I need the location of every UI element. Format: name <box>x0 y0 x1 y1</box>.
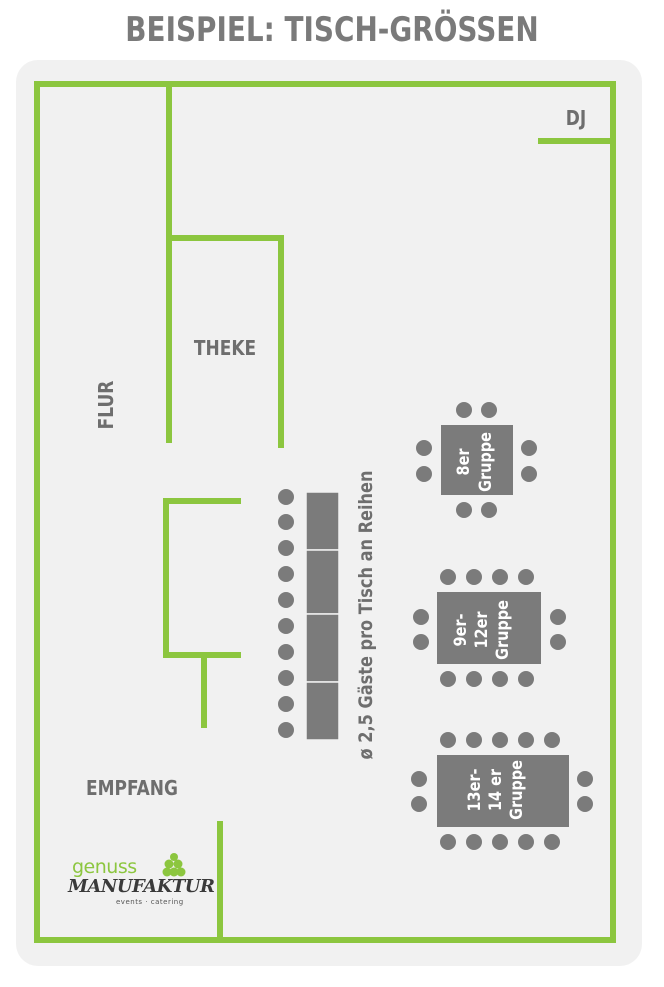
genuss-manufaktur-logo: genuss MANUFAKTUR events · catering <box>66 853 215 912</box>
page-title: BEISPIEL: TISCH-GRÖSSEN <box>125 10 539 50</box>
table-12er-label-3: Gruppe <box>492 600 512 660</box>
chair <box>440 671 456 687</box>
table-14er <box>437 755 569 827</box>
chair <box>518 671 534 687</box>
table-8er-label-2: Gruppe <box>475 432 495 492</box>
chairs-12er <box>413 569 566 687</box>
chairs-14er <box>411 732 593 850</box>
chair <box>440 834 456 850</box>
table-12er-label-2: 12er <box>471 611 491 648</box>
logo-bubbles-icon <box>162 853 186 877</box>
chair <box>518 732 534 748</box>
chair <box>278 644 294 660</box>
chair <box>456 402 472 418</box>
chair <box>466 671 482 687</box>
table-8er-label-1: 8er <box>453 448 473 475</box>
chair <box>518 569 534 585</box>
chair <box>278 540 294 556</box>
row-table <box>305 491 340 551</box>
theke-label: THEKE <box>194 338 256 361</box>
chair <box>413 609 429 625</box>
table-12er <box>437 592 541 664</box>
chair <box>577 796 593 812</box>
chair <box>466 834 482 850</box>
walls <box>34 81 616 943</box>
row-seating-label: ø 2,5 Gäste pro Tisch an Reihen <box>356 471 378 760</box>
chair <box>413 634 429 650</box>
chair <box>492 569 508 585</box>
chair <box>550 634 566 650</box>
chair <box>278 618 294 634</box>
chair <box>518 834 534 850</box>
logo-text-genuss: genuss <box>72 856 137 878</box>
chair <box>577 771 593 787</box>
table-14er-label-3: Gruppe <box>506 760 526 820</box>
chair <box>440 569 456 585</box>
chair <box>492 671 508 687</box>
table-12er-label-1: 9er- <box>450 614 470 647</box>
chair <box>278 514 294 530</box>
empfang-label: EMPFANG <box>86 778 178 801</box>
chair <box>278 592 294 608</box>
chair <box>411 796 427 812</box>
chairs-8er <box>416 402 537 518</box>
chair <box>416 440 432 456</box>
chair <box>416 466 432 482</box>
row-tables <box>305 491 340 741</box>
flur-label: FLUR <box>96 381 119 430</box>
chair <box>278 566 294 582</box>
logo-text-tagline: events · catering <box>116 898 184 906</box>
row-chairs <box>278 489 294 738</box>
chair <box>466 569 482 585</box>
chair <box>466 732 482 748</box>
outer-wall <box>34 81 616 943</box>
chair <box>544 732 560 748</box>
table-14er-label-2: 14 er <box>485 769 505 811</box>
chair <box>278 696 294 712</box>
table-8er <box>441 425 513 495</box>
reception-wall <box>163 498 241 658</box>
row-table <box>305 681 340 741</box>
chair <box>550 609 566 625</box>
chair <box>278 489 294 505</box>
chair <box>492 834 508 850</box>
table-14er-label-1: 13er- <box>464 768 484 811</box>
bar-counter-wall <box>166 235 284 448</box>
chair <box>481 502 497 518</box>
row-table <box>305 613 340 683</box>
chair <box>544 834 560 850</box>
row-table <box>305 549 340 615</box>
chair <box>456 502 472 518</box>
dj-label: DJ <box>566 108 586 131</box>
chair <box>278 670 294 686</box>
chair <box>521 440 537 456</box>
chair <box>481 402 497 418</box>
chair <box>278 722 294 738</box>
logo-text-manufaktur: MANUFAKTUR <box>68 876 215 897</box>
chair <box>440 732 456 748</box>
chair <box>492 732 508 748</box>
chair <box>521 466 537 482</box>
chair <box>411 771 427 787</box>
